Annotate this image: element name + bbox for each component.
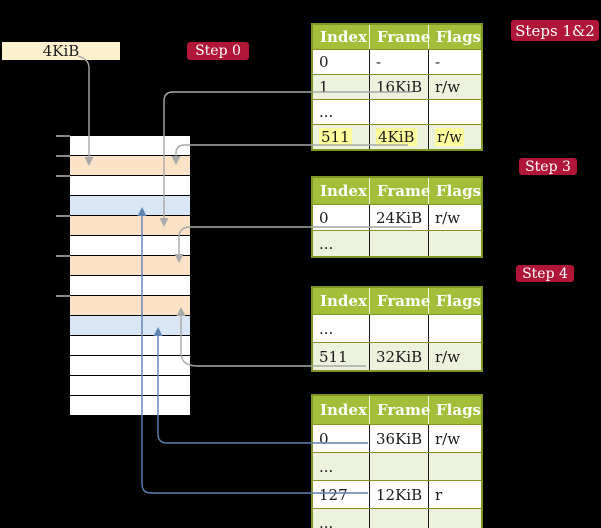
table-cell <box>428 100 481 124</box>
badge-step-0: Step 0 <box>187 42 249 60</box>
memory-row-9 <box>70 296 190 316</box>
table-cell: 127 <box>319 485 348 504</box>
table-cell: 1 <box>319 78 329 96</box>
table-cell: r <box>428 481 481 508</box>
badge-step-3: Step 3 <box>519 158 577 175</box>
header-cell-frame: Frame <box>369 288 430 314</box>
memory-row-3 <box>70 176 190 196</box>
table-cell: 511 <box>319 347 348 366</box>
table-cell: - <box>369 50 428 74</box>
table-cell: r/w <box>428 425 481 452</box>
table-cell <box>369 453 428 480</box>
table-cell <box>428 315 481 342</box>
memory-row-14 <box>70 396 190 416</box>
table-cell: r/w <box>428 75 481 99</box>
table-cell: ... <box>319 319 334 338</box>
header-cell-flags: Flags <box>428 288 481 314</box>
memory-row-6 <box>70 236 190 256</box>
header-cell-index: Index <box>320 28 367 46</box>
table-cell <box>428 509 481 528</box>
highlighted-value: 4KiB <box>376 128 417 146</box>
memory-row-4 <box>70 196 190 216</box>
memory-tick-4 <box>56 215 70 217</box>
table-cell <box>428 231 481 256</box>
highlighted-value: 511 <box>319 128 352 146</box>
table-cell: ... <box>319 234 334 253</box>
table-cell <box>369 509 428 528</box>
table-cell: 0 <box>319 53 329 71</box>
table-cell: ... <box>319 513 334 528</box>
table-cell: r/w <box>428 205 481 230</box>
page-size-label: 4KiB <box>2 42 120 60</box>
memory-tick-3 <box>56 175 70 177</box>
table-cell: 511 <box>313 125 369 149</box>
badge-step-4: Step 4 <box>516 265 574 282</box>
header-cell-flags: Flags <box>428 396 481 424</box>
page-table-steps-1-2-row-2: ... <box>313 99 481 124</box>
header-cell-flags: Flags <box>428 178 481 204</box>
table-cell <box>369 231 428 256</box>
table-cell <box>369 100 428 124</box>
memory-tick-6 <box>56 295 70 297</box>
memory-row-12 <box>70 356 190 376</box>
header-cell-frame: Frame <box>369 178 430 204</box>
memory-row-11 <box>70 336 190 356</box>
header-cell-index: Index <box>320 401 367 419</box>
memory-row-1 <box>70 136 190 156</box>
memory-tick-1 <box>56 135 70 137</box>
page-table-steps-1-2-row-0: 0 -- <box>313 49 481 74</box>
page-table-steps-1-2-row-3: 511 4KiB r/w <box>313 124 481 149</box>
page-table-step-3-row-1: ... <box>313 230 481 256</box>
highlighted-value: r/w <box>435 128 465 146</box>
memory-tick-5 <box>56 255 70 257</box>
page-table-step-4-row-0: ... <box>313 314 481 342</box>
table-cell: r/w <box>428 125 481 149</box>
header-cell-frame: Frame <box>369 25 430 49</box>
memory-row-13 <box>70 376 190 396</box>
memory-row-5 <box>70 216 190 236</box>
memory-row-2 <box>70 156 190 176</box>
table-cell <box>369 315 428 342</box>
memory-row-10 <box>70 316 190 336</box>
page-table-final-row-3: ... <box>313 508 481 528</box>
table-cell: 0 <box>319 429 329 448</box>
table-cell: 12KiB <box>369 481 428 508</box>
memory-column <box>70 136 190 416</box>
table-cell: r/w <box>428 343 481 370</box>
table-cell: 0 <box>319 208 329 227</box>
memory-tick-2 <box>56 155 70 157</box>
table-cell: 24KiB <box>369 205 428 230</box>
memory-row-7 <box>70 256 190 276</box>
table-cell: ... <box>319 103 334 121</box>
memory-row-8 <box>70 276 190 296</box>
header-cell-index: Index <box>320 182 367 200</box>
table-cell: 16KiB <box>369 75 428 99</box>
header-cell-flags: Flags <box>428 25 481 49</box>
table-cell: 36KiB <box>369 425 428 452</box>
page-table-final-row-1: ... <box>313 452 481 480</box>
table-cell: ... <box>319 457 334 476</box>
badge-steps-1-2: Steps 1&2 <box>511 20 599 41</box>
table-cell: - <box>428 50 481 74</box>
table-cell <box>428 453 481 480</box>
table-cell: 32KiB <box>369 343 428 370</box>
header-cell-index: Index <box>320 292 367 310</box>
table-cell: 4KiB <box>369 125 428 149</box>
header-cell-frame: Frame <box>369 396 430 424</box>
